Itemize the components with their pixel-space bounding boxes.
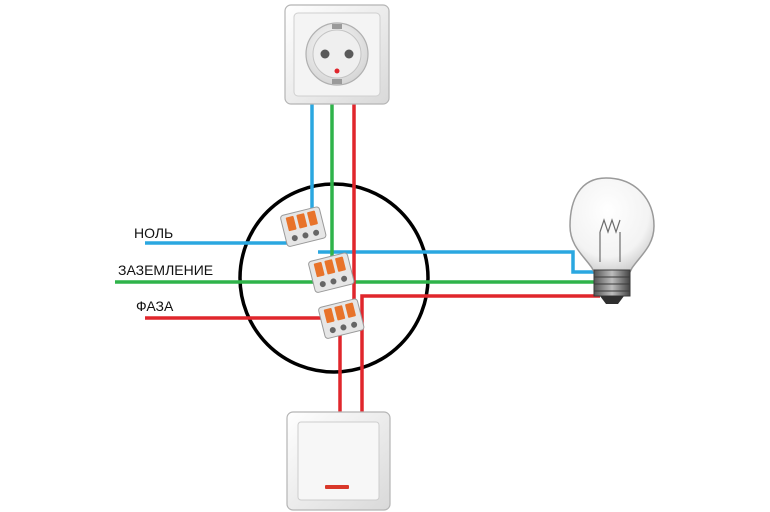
connector-lever xyxy=(296,213,308,229)
connector-hole xyxy=(329,327,336,334)
bulb-base xyxy=(593,269,631,297)
connector-hole xyxy=(313,229,320,236)
switch-indicator xyxy=(325,485,349,489)
wall-switch-icon xyxy=(286,411,391,511)
neutral-wire-lamp xyxy=(318,250,600,274)
connector-lever xyxy=(324,259,336,275)
connector-phase xyxy=(318,298,365,339)
socket-pin-hole-left xyxy=(320,49,330,59)
phase-wires xyxy=(145,104,600,420)
connector-hole xyxy=(319,281,326,288)
socket-ground-clip-bottom xyxy=(332,79,342,84)
connector-hole xyxy=(340,324,347,331)
connector-hole xyxy=(351,321,358,328)
socket-recess xyxy=(312,29,362,79)
neutral-wires xyxy=(145,104,600,274)
socket-ground-clip-top xyxy=(332,24,342,29)
connector-lever xyxy=(323,307,335,324)
ground-wires xyxy=(115,104,600,284)
socket-icon xyxy=(284,4,390,105)
connector-lever xyxy=(335,256,346,272)
socket-indicator xyxy=(334,68,340,74)
junction-box-circle xyxy=(238,182,430,374)
connector-hole xyxy=(302,232,309,239)
light-bulb-icon xyxy=(569,177,655,304)
connector-neutral xyxy=(280,206,327,247)
label-ground: ЗАЗЕМЛЕНИЕ xyxy=(118,262,213,278)
label-neutral: НОЛЬ xyxy=(134,225,173,241)
bulb-glass xyxy=(569,177,655,273)
connector-hole xyxy=(291,235,298,242)
connector-hole xyxy=(330,278,337,285)
connector-ground xyxy=(308,252,355,293)
bulb-filament xyxy=(599,218,621,262)
connector-lever xyxy=(313,261,325,278)
connector-lever xyxy=(285,215,297,232)
bulb-tip xyxy=(600,296,624,304)
connector-lever xyxy=(345,302,356,318)
socket-pin-hole-right xyxy=(344,49,354,59)
label-phase: ФАЗА xyxy=(136,298,174,314)
switch-rocker xyxy=(297,421,380,501)
connector-hole xyxy=(341,275,348,282)
phase-wire-switch-return xyxy=(360,294,600,420)
connector-lever xyxy=(334,305,346,321)
connector-lever xyxy=(307,210,318,226)
